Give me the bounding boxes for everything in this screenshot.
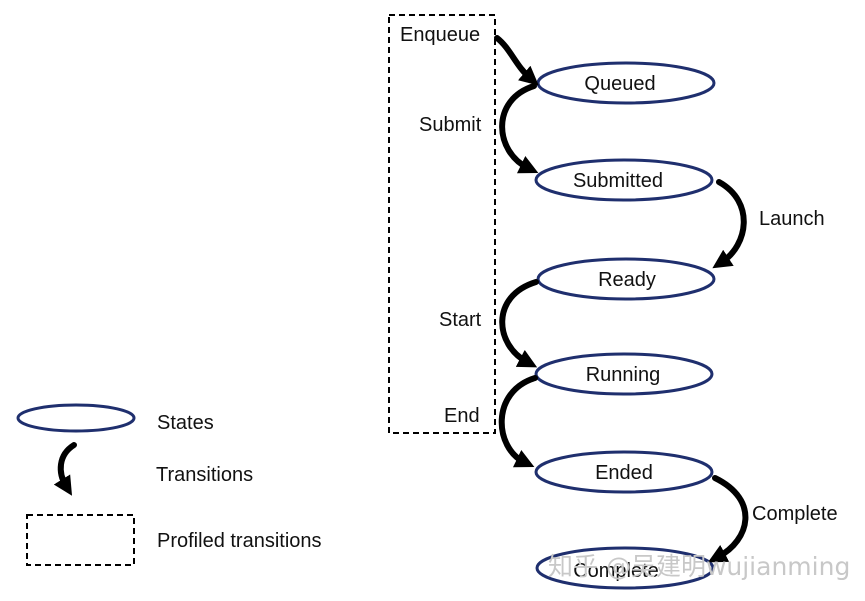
transition-label-end: End [444,405,480,427]
state-running: Running [534,352,714,396]
transition-arrow-submit [499,83,539,174]
state-ellipse [534,450,714,494]
watermark: 知乎 @吴建明wujianming [548,552,850,581]
state-label: Ready [598,269,656,291]
state-label: Running [586,364,661,386]
state-ended: Ended [534,450,714,494]
legend-profiled-box [26,514,135,566]
legend-profiled-label: Profiled transitions [157,530,322,552]
legend: States Transitions Profiled transitions [16,403,322,566]
transition-label-complete: Complete [752,503,838,525]
legend-transition-arrow [53,442,77,496]
transition-arrow-end [498,375,538,468]
state-ellipse [535,546,715,590]
state-ellipse [534,158,714,202]
transition-label-enqueue: Enqueue [400,24,480,46]
transition-arrow-enqueue [494,35,539,86]
state-label: Queued [584,73,655,95]
transition-label-start: Start [439,309,482,331]
state-label: Complete [573,560,659,582]
state-ellipse [536,257,716,301]
legend-state-ellipse [16,403,136,433]
transition-arrow-start [499,279,539,368]
transition-arrow-launch [712,179,747,269]
state-submitted: Submitted [534,158,714,202]
state-complete: Complete [535,546,715,590]
state-ellipse [534,352,714,396]
transition-label-launch: Launch [759,208,825,230]
transition-label-submit: Submit [419,114,482,136]
state-label: Submitted [573,170,663,192]
transition-arrow-complete [707,475,749,563]
state-ready: Ready [536,257,716,301]
state-queued: Queued [536,61,716,105]
legend-transitions-label: Transitions [156,464,253,486]
legend-states-label: States [157,412,214,434]
profiled-transitions-box [388,14,496,434]
state-label: Ended [595,462,653,484]
